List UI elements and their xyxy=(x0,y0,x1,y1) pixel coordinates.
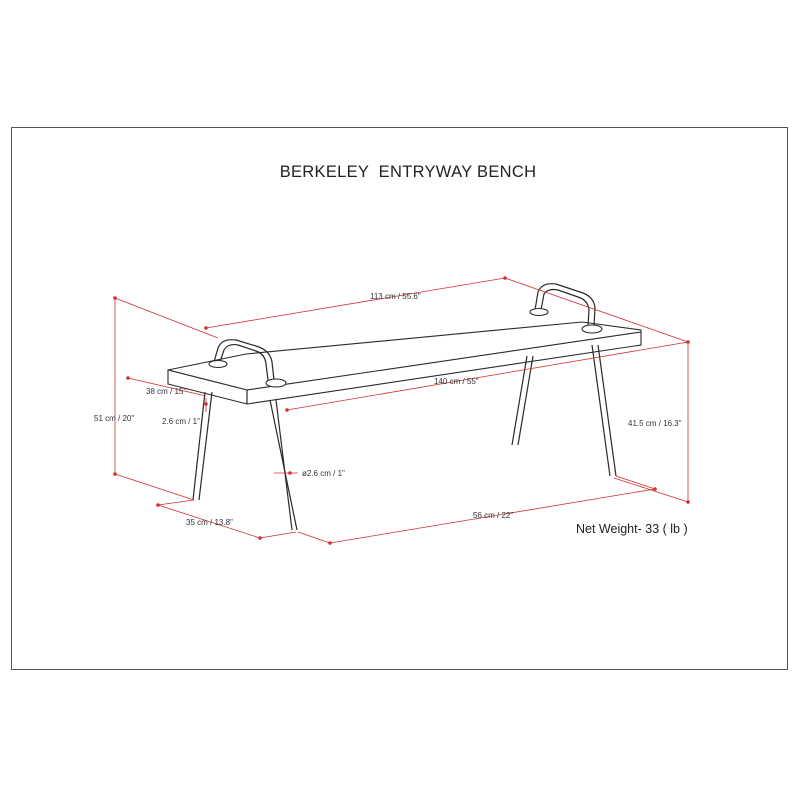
handle-right xyxy=(534,283,596,327)
label-leg-span-depth: 35 cm / 13.8" xyxy=(186,518,233,527)
dim-ext-span-depth-right xyxy=(259,531,297,539)
handle-right-base-1 xyxy=(529,307,549,317)
leg-front-right-inner xyxy=(275,399,293,531)
dim-dot xyxy=(686,500,690,504)
dim-line-leg-span-depth xyxy=(157,504,261,539)
dim-dot xyxy=(156,503,160,507)
dim-dot xyxy=(328,541,332,545)
handle-left-base-2 xyxy=(265,378,287,388)
dim-dot xyxy=(503,276,507,280)
label-seat-thickness: 2.6 cm / 1" xyxy=(162,417,200,426)
handle-right-base-2 xyxy=(581,324,603,334)
dim-ext-span-depth-left xyxy=(157,499,195,506)
label-backrest-length: 113 cm / 55.6" xyxy=(370,292,421,301)
dimension-labels: 113 cm / 55.6" 140 cm / 55" 38 cm / 15" … xyxy=(94,292,682,527)
net-weight-label: Net Weight- 33 ( lb ) xyxy=(576,522,688,536)
leg-back-right xyxy=(591,344,611,477)
dim-ext-span-length-left xyxy=(297,531,331,544)
drawing-frame xyxy=(11,127,788,670)
dim-dot xyxy=(126,376,130,380)
dim-dot xyxy=(204,326,208,330)
dim-dot xyxy=(113,472,117,476)
leg-front-left-inner xyxy=(192,391,206,501)
label-leg-span-length: 56 cm / 22" xyxy=(473,511,513,520)
label-seat-height: 41.5 cm / 16.3" xyxy=(628,419,682,428)
dim-dot xyxy=(258,536,262,540)
dim-dot xyxy=(288,471,292,475)
dim-dot xyxy=(285,408,289,412)
handle-left-inner xyxy=(219,343,269,381)
handle-left-base-1 xyxy=(208,359,228,369)
bench-outline xyxy=(167,283,642,531)
dim-line-seat-length xyxy=(286,341,689,411)
label-total-height: 51 cm / 20" xyxy=(94,414,134,423)
diagram-title: BERKELEY ENTRYWAY BENCH xyxy=(279,163,537,181)
dim-ext-span-length-right xyxy=(615,475,656,490)
dim-line-backrest-length xyxy=(205,277,506,329)
leg-back-left xyxy=(511,355,528,446)
leg-back-left-inner xyxy=(517,355,534,446)
dim-line-seat-depth xyxy=(127,377,207,397)
dim-ext-backrest-right xyxy=(504,277,689,343)
handle-left xyxy=(213,339,275,381)
dim-ext-total-top xyxy=(114,297,219,339)
label-seat-depth: 38 cm / 15" xyxy=(146,387,186,396)
leg-front-left xyxy=(198,391,213,501)
handle-right-inner xyxy=(540,288,590,327)
dimension-lines xyxy=(113,276,690,545)
dim-dot xyxy=(653,487,657,491)
label-leg-diameter: ø2.6 cm / 1" xyxy=(302,469,345,478)
label-seat-length: 140 cm / 55" xyxy=(434,377,479,386)
dim-line-leg-span-length xyxy=(329,488,656,544)
dim-dot xyxy=(113,296,117,300)
dim-dot xyxy=(204,402,208,406)
leg-back-right-inner xyxy=(597,344,617,477)
dim-ext-total-bottom xyxy=(114,473,195,501)
